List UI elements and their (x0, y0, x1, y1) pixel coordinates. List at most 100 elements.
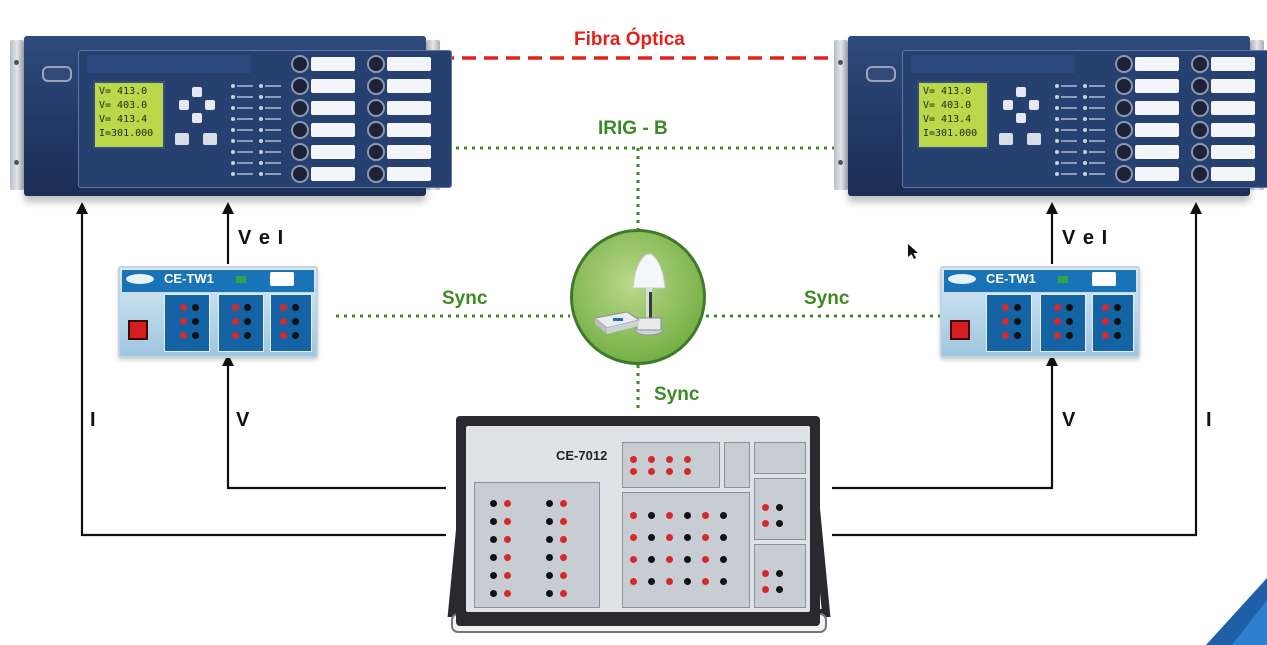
terminal-jack (1102, 332, 1109, 339)
led-column (259, 81, 287, 180)
terminal-jack (490, 590, 497, 597)
terminal-jack (180, 318, 187, 325)
terminal-jack (648, 456, 655, 463)
relay-lcd-display: V= 413.0 V= 403.0 V= 413.4 I=301.000 (93, 81, 165, 149)
terminal-jack (630, 578, 637, 585)
terminal-jack (648, 556, 655, 563)
gps-clock (570, 229, 706, 365)
lcd-line: V= 403.0 (923, 100, 972, 111)
rack-ear (10, 40, 24, 190)
lcd-line: I=301.000 (99, 128, 154, 139)
terminal-block (164, 294, 210, 352)
power-switch-icon (950, 320, 970, 340)
terminal-jack (1054, 332, 1061, 339)
lcd-line: I=301.000 (923, 128, 978, 139)
terminal-jack (648, 578, 655, 585)
led-column (1055, 81, 1083, 180)
relay-front-panel: V= 413.0 V= 403.0 V= 413.4 I=301.000 (78, 50, 452, 188)
terminal-jack (762, 504, 769, 511)
terminal-jack (244, 332, 251, 339)
terminal-jack (560, 536, 567, 543)
terminal-jack (684, 468, 691, 475)
sync-bottom-label: Sync (654, 384, 700, 405)
terminal-jack (720, 556, 727, 563)
sync-right-label: Sync (804, 288, 850, 309)
terminal-jack (666, 512, 673, 519)
terminal-jack (648, 468, 655, 475)
terminal-jack (280, 304, 287, 311)
ce-tw1-title: CE-TW1 (164, 271, 214, 286)
terminal-jack (490, 500, 497, 507)
terminal-jack (1054, 318, 1061, 325)
serial-port-icon (866, 66, 896, 82)
relay-brand-strip (911, 55, 1075, 73)
relay-front-panel: V= 413.0 V= 403.0 V= 413.4 I=301.000 (902, 50, 1267, 188)
led-column (1083, 81, 1111, 180)
terminal-jack (666, 534, 673, 541)
terminal-jack (684, 456, 691, 463)
signal-wires (80, 210, 1198, 537)
terminal-jack (292, 304, 299, 311)
terminal-jack (192, 332, 199, 339)
led-column (231, 81, 259, 180)
lcd-line: V= 413.4 (99, 114, 148, 125)
terminal-jack (1114, 332, 1121, 339)
terminal-jack (630, 456, 637, 463)
relay-brand-strip (87, 55, 251, 73)
lcd-line: V= 403.0 (99, 100, 148, 111)
terminal-jack (180, 304, 187, 311)
terminal-jack (546, 536, 553, 543)
terminal-jack (504, 590, 511, 597)
terminal-block (986, 294, 1032, 352)
terminal-jack (702, 578, 709, 585)
power-switch-icon (128, 320, 148, 340)
terminal-jack (702, 534, 709, 541)
terminal-jack (546, 500, 553, 507)
terminal-jack (292, 332, 299, 339)
binary-outputs-block (622, 442, 720, 488)
lcd-line: V= 413.0 (99, 86, 148, 97)
terminal-jack (666, 556, 673, 563)
terminal-jack (648, 512, 655, 519)
terminal-block (218, 294, 264, 352)
terminal-jack (630, 468, 637, 475)
terminal-jack (1002, 318, 1009, 325)
navigation-pad-icon (179, 87, 215, 123)
terminal-jack (560, 572, 567, 579)
terminal-jack (490, 518, 497, 525)
terminal-jack (776, 570, 783, 577)
terminal-jack (648, 534, 655, 541)
ce-7012-title: CE-7012 (556, 448, 608, 463)
terminal-jack (560, 554, 567, 561)
terminal-jack (702, 556, 709, 563)
terminal-jack (1014, 304, 1021, 311)
ce-tw1-header (122, 270, 314, 292)
terminal-jack (490, 572, 497, 579)
terminal-jack (762, 520, 769, 527)
terminal-jack (1002, 304, 1009, 311)
terminal-jack (504, 554, 511, 561)
terminal-jack (280, 318, 287, 325)
relay-button (175, 133, 189, 145)
ce-tw1-header (944, 270, 1136, 292)
serial-port-icon (42, 66, 72, 82)
ce-7012-front-panel (466, 426, 810, 612)
terminal-jack (490, 536, 497, 543)
ce-tw1-right: CE-TW1 (940, 266, 1140, 358)
v-left-label: V (236, 409, 251, 431)
terminal-jack (1066, 304, 1073, 311)
irig-b-label: IRIG - B (598, 118, 668, 139)
terminal-jack (684, 578, 691, 585)
relay-button (203, 133, 217, 145)
brand-logo-icon (126, 274, 154, 284)
terminal-jack (1066, 332, 1073, 339)
terminal-jack (684, 534, 691, 541)
flag-icon (236, 276, 246, 283)
terminal-jack (1014, 318, 1021, 325)
terminal-jack (244, 318, 251, 325)
label-tag (1092, 272, 1116, 286)
terminal-jack (666, 468, 673, 475)
mouse-cursor-icon (908, 244, 918, 259)
